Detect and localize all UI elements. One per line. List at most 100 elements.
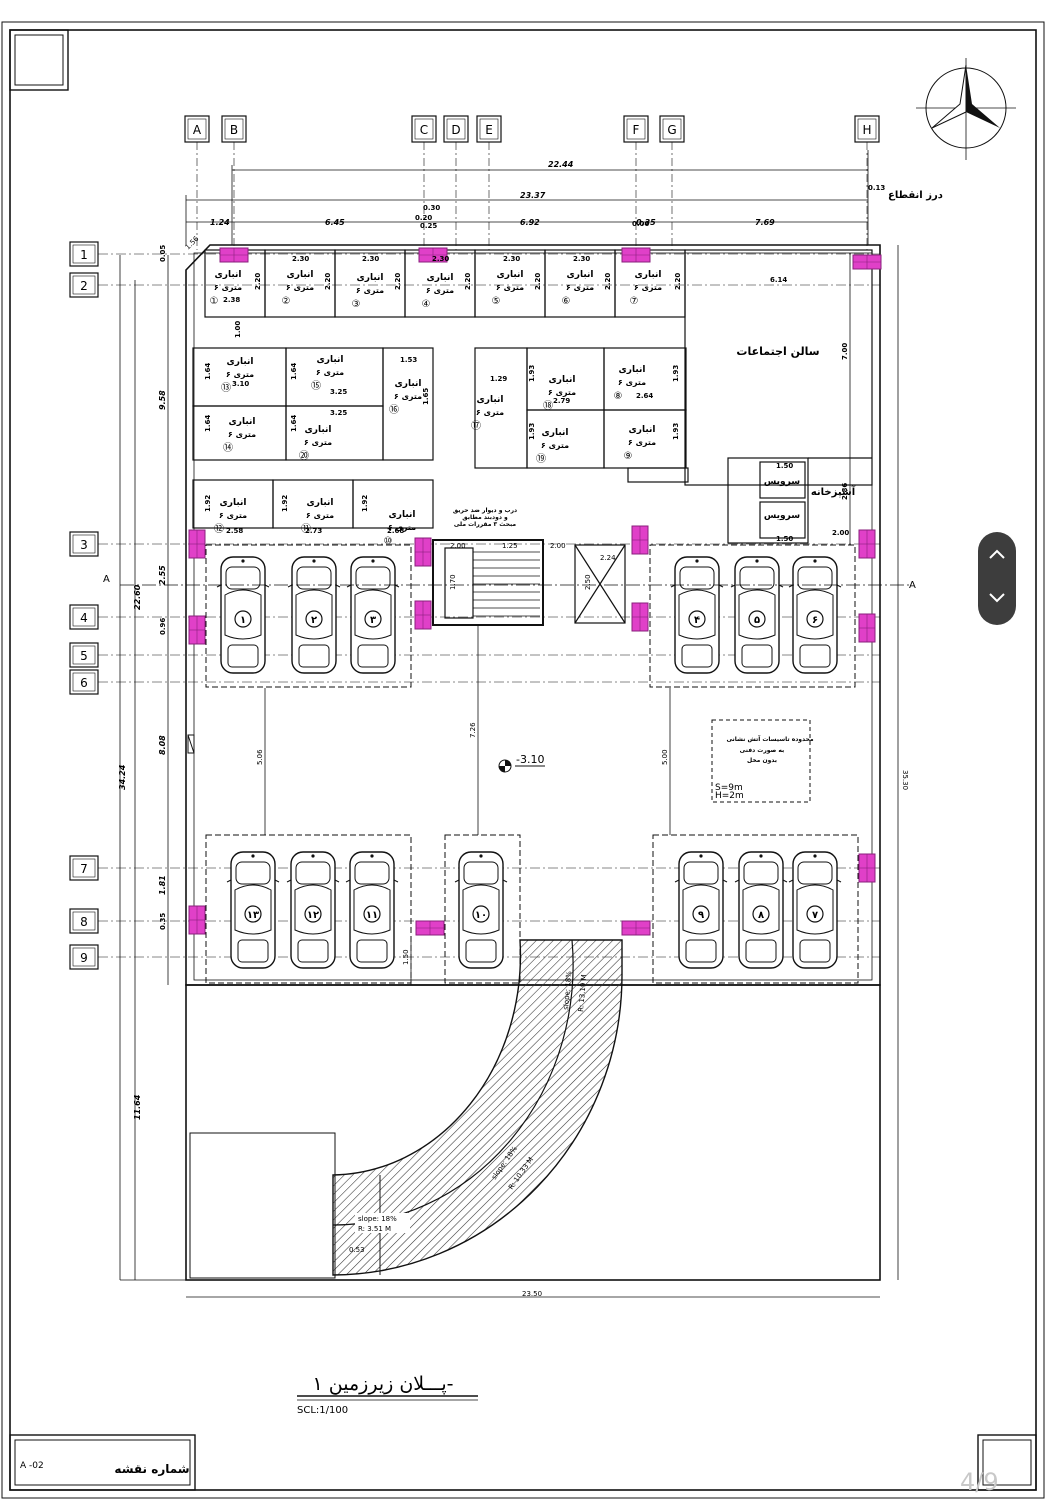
grid-row-label: 5 xyxy=(80,649,88,663)
svg-text:7.00: 7.00 xyxy=(841,343,849,360)
parking-space: ۴ xyxy=(670,556,724,674)
dim-storage: 2.20 xyxy=(324,273,332,290)
dim-storage: 2.20 xyxy=(464,273,472,290)
storage-number: ⑥ xyxy=(562,296,571,307)
grid-column-bubble xyxy=(623,115,649,143)
parking-space: ۹ xyxy=(674,851,728,969)
wc-label-2: سرویس xyxy=(764,511,800,521)
left-dimension-lines xyxy=(119,255,186,1281)
dim-storage: 2.79 xyxy=(553,397,570,405)
dim-offset: 0.06 xyxy=(632,220,649,228)
grid-row-label: 4 xyxy=(80,611,88,625)
dim-top-segment: 7.69 xyxy=(755,218,775,227)
dim-storage: 3.10 xyxy=(232,380,249,388)
dim-storage: 2.73 xyxy=(305,527,322,535)
storage-title: انباری xyxy=(635,270,662,280)
parking-number: ۲ xyxy=(311,615,317,626)
svg-text:0.96: 0.96 xyxy=(159,618,167,635)
storage-title: انباری xyxy=(542,428,569,438)
storage-size: ۶ متری xyxy=(618,378,646,387)
storage-size: ۶ متری xyxy=(306,511,334,520)
storage-title: انباری xyxy=(619,365,646,375)
dim-storage: 1.64 xyxy=(290,415,298,432)
dim-storage: 1.64 xyxy=(204,415,212,432)
dim-storage: 2.30 xyxy=(292,255,309,263)
storage-size: ۶ متری xyxy=(548,388,576,397)
dim-storage: 2.20 xyxy=(394,273,402,290)
grid-row-label: 1 xyxy=(80,248,88,262)
parking-number: ۱۰ xyxy=(475,910,487,921)
svg-text:بدون مخل: بدون مخل xyxy=(747,757,777,764)
scroll-up-button[interactable] xyxy=(978,534,1016,580)
assembly-hall-label: سالن اجتماعات xyxy=(736,345,819,358)
storage-number: ⑬ xyxy=(221,382,231,394)
svg-text:درب و دیوار ضد حریق: درب و دیوار ضد حریق xyxy=(453,507,517,514)
dim-storage: 2.30 xyxy=(362,255,379,263)
svg-text:22.60: 22.60 xyxy=(133,584,142,610)
dim-storage: 2.68 xyxy=(387,527,404,535)
corner-box-top-left xyxy=(9,29,69,91)
storage-size: ۶ متری xyxy=(628,438,656,447)
structural-columns xyxy=(188,247,882,936)
grid-row-label: 3 xyxy=(80,538,88,552)
grid-row-bubble xyxy=(69,604,99,630)
storage-title: انباری xyxy=(497,270,524,280)
dim-storage: 1.64 xyxy=(204,363,212,380)
svg-text:35.30: 35.30 xyxy=(901,770,909,790)
grid-column-label: C xyxy=(420,123,428,137)
grid-column-label: F xyxy=(633,123,640,137)
storage-title: انباری xyxy=(227,357,254,367)
wc-label-1: سرویس xyxy=(764,477,800,487)
svg-text:R: 13.19 M: R: 13.19 M xyxy=(577,974,588,1012)
dim-storage: 1.93 xyxy=(672,423,680,440)
grid-row-label: 7 xyxy=(80,862,88,876)
parking-number: ۱۳ xyxy=(247,910,259,921)
title-block xyxy=(9,1434,196,1491)
dim-elevator: 2.50 xyxy=(584,574,592,590)
right-dimension-lines xyxy=(186,245,899,1298)
scroll-down-button[interactable] xyxy=(978,578,1016,624)
svg-text:R: 3.51 M: R: 3.51 M xyxy=(358,1225,391,1233)
svg-text:8.08: 8.08 xyxy=(158,735,167,755)
dim-elevator: 2.24 xyxy=(600,554,616,562)
parking-zones xyxy=(205,544,859,984)
svg-text:محدوده تاسیسات آتش نشانی: محدوده تاسیسات آتش نشانی xyxy=(726,734,813,743)
storage-title: انباری xyxy=(629,425,656,435)
dim-storage: 3.25 xyxy=(330,388,347,396)
svg-text:5.06: 5.06 xyxy=(256,749,264,765)
parking-space: ۸ xyxy=(734,851,788,969)
open-area xyxy=(189,1132,336,1279)
svg-text:S=9m: S=9m xyxy=(715,783,743,793)
storage-number: ⑩ xyxy=(384,536,393,547)
dim-stair: 1.70 xyxy=(449,574,457,590)
svg-text:1.50: 1.50 xyxy=(402,949,410,965)
dim-storage: 2.00 xyxy=(832,529,849,537)
dim-storage: 1.65 xyxy=(422,388,430,405)
parking-space: ۷ xyxy=(788,851,842,969)
dim-stair: 2.00 xyxy=(550,542,566,550)
chevron-down-icon xyxy=(989,593,1005,603)
svg-text:23.50: 23.50 xyxy=(522,1290,542,1298)
parking-number: ۱۲ xyxy=(307,910,319,921)
grid-row-bubble xyxy=(69,855,99,881)
scroll-control xyxy=(978,532,1016,625)
dim-storage: 6.14 xyxy=(770,276,787,284)
svg-text:به صورت دفنی: به صورت دفنی xyxy=(740,747,785,754)
grid-row-bubble xyxy=(69,908,99,934)
dim-offset: 0.20 xyxy=(415,214,432,222)
dim-top-segment: 6.92 xyxy=(520,218,540,227)
dim-top-overall-2: 23.37 xyxy=(520,191,546,200)
storage-number: ⑲ xyxy=(536,453,546,465)
storage-number: ⑰ xyxy=(471,420,481,432)
storage-title: انباری xyxy=(220,498,247,508)
